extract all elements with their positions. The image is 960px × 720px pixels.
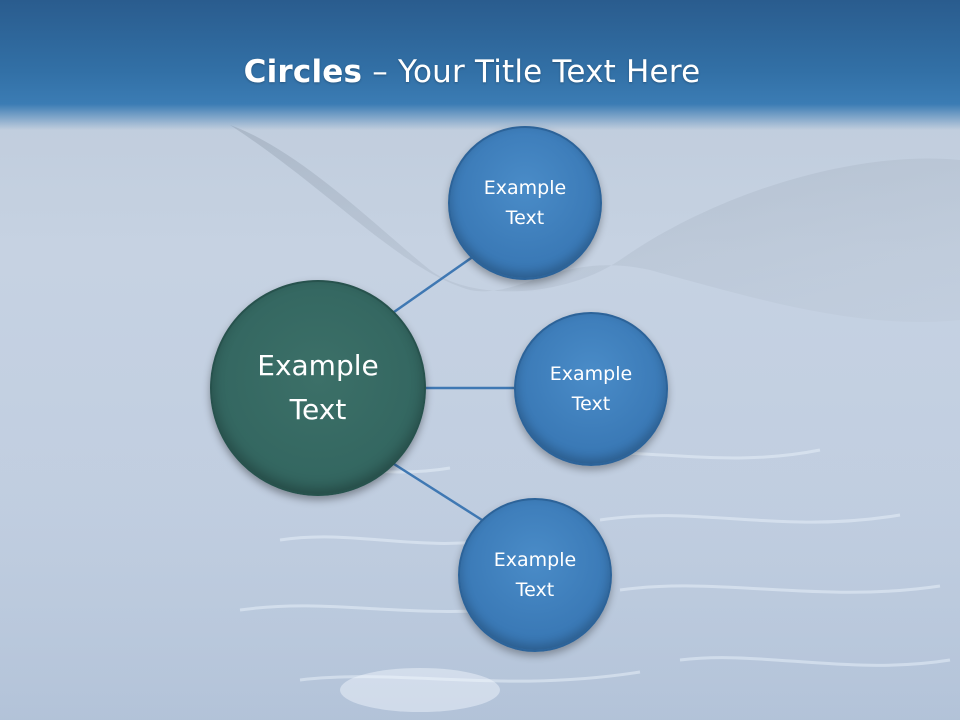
title-rest: – Your Title Text Here [362,54,701,90]
satellite-label-top: Example Text [483,177,567,229]
slide-title: Circles – Your Title Text Here [0,54,944,90]
connector-top [393,254,475,314]
satellite-label-bottom: Example Text [493,549,577,601]
satellite-label-middle: Example Text [549,363,633,415]
satellite-circle-top: Example Text [448,126,602,280]
center-circle: Example Text [210,280,426,496]
title-bold: Circles [243,54,363,90]
satellite-circle-middle: Example Text [514,312,668,466]
center-circle-label: Example Text [257,349,379,426]
connector-bottom [393,462,483,522]
satellite-circle-bottom: Example Text [458,498,612,652]
header-band [0,0,960,130]
